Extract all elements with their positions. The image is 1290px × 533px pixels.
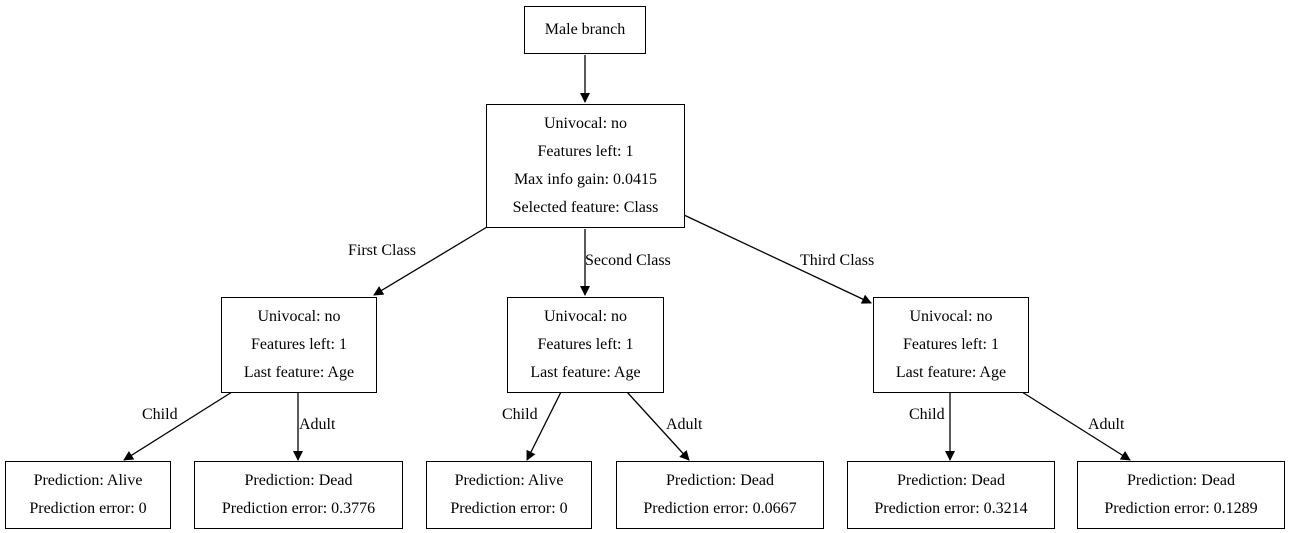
edge-label-first-class: First Class bbox=[348, 242, 417, 259]
univocal-text: Univocal: no bbox=[257, 308, 341, 325]
prediction-error-text: Prediction error: 0.0667 bbox=[643, 500, 797, 517]
max-info-gain-text: Max info gain: 0.0415 bbox=[513, 171, 658, 188]
edge-label-child-3: Child bbox=[909, 406, 945, 423]
univocal-text: Univocal: no bbox=[909, 308, 993, 325]
leaf-node: Prediction: Dead Prediction error: 0.066… bbox=[616, 461, 824, 529]
features-left-text: Features left: 1 bbox=[537, 143, 634, 160]
class-split-node: Univocal: no Features left: 1 Max info g… bbox=[486, 104, 685, 228]
edge-label-child-2: Child bbox=[502, 406, 538, 423]
selected-feature-text: Selected feature: Class bbox=[512, 199, 659, 216]
univocal-text: Univocal: no bbox=[543, 115, 628, 132]
prediction-error-text: Prediction error: 0 bbox=[450, 500, 568, 517]
edge-label-second-class: Second Class bbox=[585, 252, 671, 269]
edge-third-class bbox=[683, 214, 872, 304]
edge-first-class bbox=[373, 226, 488, 296]
features-left-text: Features left: 1 bbox=[251, 336, 347, 353]
edge-label-child-1: Child bbox=[142, 406, 178, 423]
edge-child-2 bbox=[526, 391, 562, 461]
age-node-first-class: Univocal: no Features left: 1 Last featu… bbox=[221, 297, 377, 393]
features-left-text: Features left: 1 bbox=[903, 336, 999, 353]
edge-label-adult-2: Adult bbox=[666, 416, 703, 433]
last-feature-text: Last feature: Age bbox=[895, 364, 1007, 381]
edge-label-adult-1: Adult bbox=[299, 416, 336, 433]
last-feature-text: Last feature: Age bbox=[243, 364, 355, 381]
prediction-text: Prediction: Alive bbox=[454, 472, 564, 489]
leaf-node: Prediction: Alive Prediction error: 0 bbox=[426, 461, 592, 529]
leaf-node: Prediction: Dead Prediction error: 0.128… bbox=[1077, 461, 1285, 529]
age-node-second-class: Univocal: no Features left: 1 Last featu… bbox=[507, 297, 664, 393]
prediction-text: Prediction: Alive bbox=[33, 472, 143, 489]
root-label: Male branch bbox=[544, 21, 626, 38]
edge-child-1 bbox=[123, 391, 233, 461]
root-node: Male branch bbox=[524, 6, 646, 54]
prediction-error-text: Prediction error: 0.3214 bbox=[874, 500, 1028, 517]
prediction-text: Prediction: Dead bbox=[897, 472, 1005, 489]
edge-adult-3 bbox=[1021, 391, 1131, 461]
last-feature-text: Last feature: Age bbox=[530, 364, 641, 381]
prediction-text: Prediction: Dead bbox=[666, 472, 774, 489]
leaf-node: Prediction: Dead Prediction error: 0.377… bbox=[194, 461, 403, 529]
age-node-third-class: Univocal: no Features left: 1 Last featu… bbox=[873, 297, 1029, 393]
prediction-error-text: Prediction error: 0.3776 bbox=[221, 500, 376, 517]
univocal-text: Univocal: no bbox=[543, 308, 628, 325]
edge-label-adult-3: Adult bbox=[1088, 416, 1125, 433]
leaf-node: Prediction: Alive Prediction error: 0 bbox=[5, 461, 171, 529]
features-left-text: Features left: 1 bbox=[537, 336, 634, 353]
prediction-text: Prediction: Dead bbox=[1127, 472, 1235, 489]
prediction-error-text: Prediction error: 0 bbox=[29, 500, 147, 517]
prediction-text: Prediction: Dead bbox=[244, 472, 353, 489]
prediction-error-text: Prediction error: 0.1289 bbox=[1104, 500, 1258, 517]
edge-adult-2 bbox=[626, 391, 690, 461]
leaf-node: Prediction: Dead Prediction error: 0.321… bbox=[847, 461, 1055, 529]
edge-label-third-class: Third Class bbox=[800, 252, 875, 269]
